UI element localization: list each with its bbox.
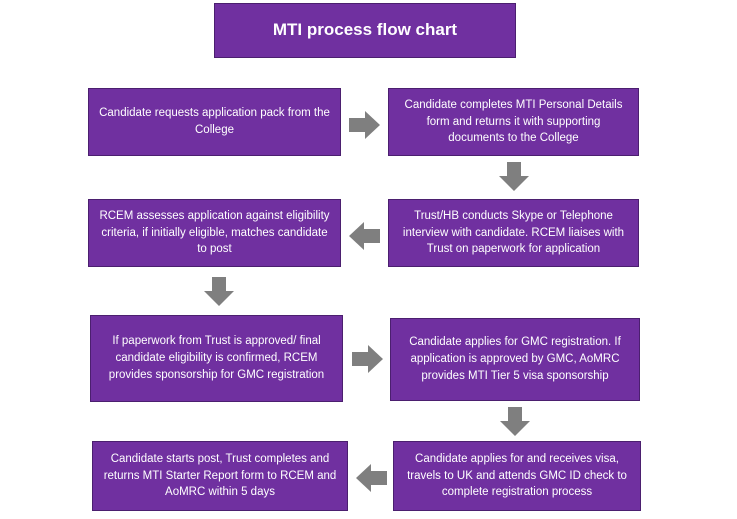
step-7-box: Candidate applies for and receives visa,… <box>393 441 641 511</box>
step-4-box: RCEM assesses application against eligib… <box>88 199 341 267</box>
arrow-left-icon <box>349 222 380 250</box>
arrow-left-icon <box>356 464 387 492</box>
arrow-right-icon <box>352 345 383 373</box>
step-5-box: If paperwork from Trust is approved/ fin… <box>90 315 343 402</box>
step-8-box: Candidate starts post, Trust completes a… <box>92 441 348 511</box>
step-3-box: Trust/HB conducts Skype or Telephone int… <box>388 199 639 267</box>
arrow-right-icon <box>349 111 380 139</box>
step-1-box: Candidate requests application pack from… <box>88 88 341 156</box>
step-2-box: Candidate completes MTI Personal Details… <box>388 88 639 156</box>
arrow-down-icon <box>499 162 529 191</box>
flowchart-title: MTI process flow chart <box>214 3 516 58</box>
arrow-down-icon <box>500 407 530 436</box>
arrow-down-icon <box>204 277 234 306</box>
step-6-box: Candidate applies for GMC registration. … <box>390 318 640 401</box>
